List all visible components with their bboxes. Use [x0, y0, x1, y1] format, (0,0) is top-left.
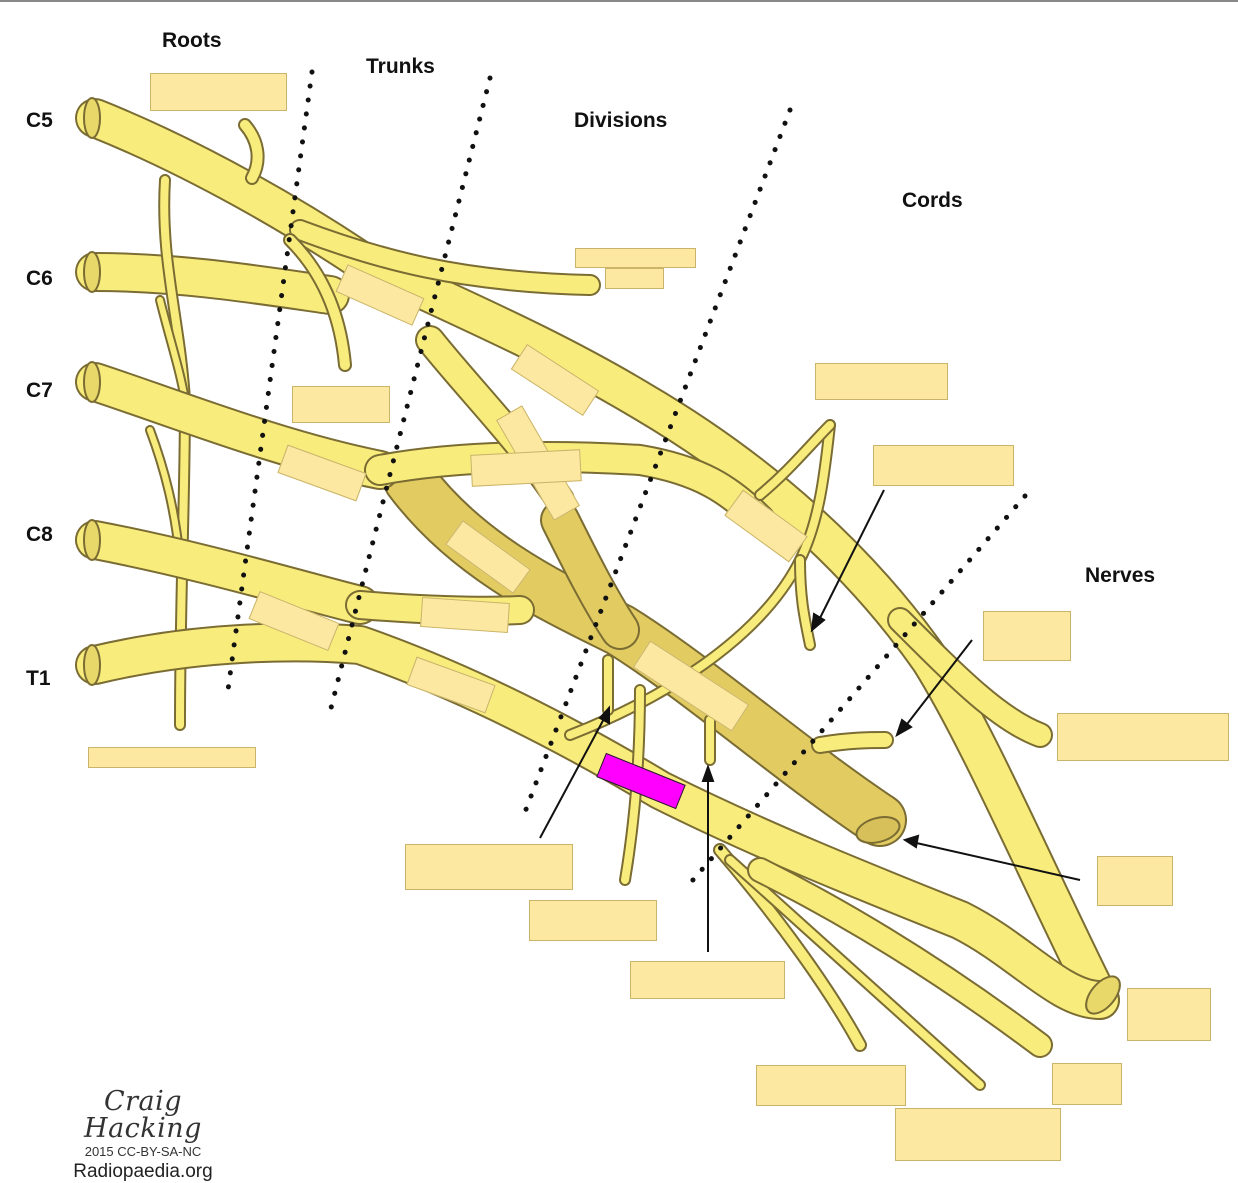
- header-trunks: Trunks: [366, 55, 435, 78]
- root-label-c5: C5: [26, 109, 53, 132]
- arrow-1: [817, 489, 885, 623]
- answer-box[interactable]: [895, 1108, 1061, 1161]
- credit-author: Craig Hacking: [84, 1086, 202, 1144]
- answer-box[interactable]: [1052, 1063, 1122, 1105]
- root-label-t1: T1: [26, 667, 51, 690]
- answer-box[interactable]: [815, 363, 948, 400]
- t1-root-end: [83, 644, 101, 686]
- radial-end: [855, 816, 901, 844]
- answer-box[interactable]: [575, 248, 696, 268]
- c8-root-end: [83, 519, 101, 561]
- credit-license: 2015 CC-BY-SA-NC: [84, 1144, 202, 1159]
- header-cords: Cords: [902, 189, 963, 212]
- divider-lines: [225, 69, 1028, 891]
- answer-box[interactable]: [405, 844, 573, 890]
- answer-box[interactable]: [470, 449, 582, 487]
- divider-divisions-cords: [519, 107, 793, 823]
- arrow-4: [539, 714, 607, 839]
- answer-box[interactable]: [630, 961, 785, 999]
- answer-box[interactable]: [756, 1065, 906, 1106]
- answer-box[interactable]: [605, 268, 664, 289]
- answer-box[interactable]: [1057, 713, 1229, 761]
- c7-root-end: [83, 361, 101, 403]
- answer-box[interactable]: [983, 611, 1071, 661]
- root-ends: [83, 97, 1121, 1015]
- divider-roots-trunks: [225, 69, 315, 693]
- arrow-2: [903, 639, 973, 729]
- ulnar-end: [1085, 975, 1121, 1015]
- answer-box[interactable]: [88, 747, 256, 768]
- root-label-c6: C6: [26, 267, 53, 290]
- c6-root-end: [83, 251, 101, 293]
- answer-box[interactable]: [150, 73, 287, 111]
- c5-root-end: [83, 97, 101, 139]
- answer-box[interactable]: [1097, 856, 1173, 906]
- credit-block: Craig Hacking 2015 CC-BY-SA-NC Radiopaed…: [48, 1088, 238, 1183]
- pointer-arrows: [539, 489, 1081, 952]
- answer-box[interactable]: [1127, 988, 1211, 1041]
- header-divisions: Divisions: [574, 109, 668, 132]
- header-roots: Roots: [162, 29, 222, 52]
- answer-box[interactable]: [292, 386, 390, 423]
- credit-site: Radiopaedia.org: [73, 1161, 213, 1182]
- arrow-3: [911, 841, 1081, 881]
- root-label-c8: C8: [26, 523, 53, 546]
- answer-box[interactable]: [529, 900, 657, 941]
- header-nerves: Nerves: [1085, 564, 1156, 587]
- answer-box[interactable]: [873, 445, 1014, 486]
- nerve-paths: [75, 98, 1120, 1091]
- divider-cords-nerves: [683, 493, 1028, 891]
- divider-trunks-divisions: [325, 75, 493, 723]
- root-label-c7: C7: [26, 379, 53, 402]
- answer-box[interactable]: [420, 596, 510, 634]
